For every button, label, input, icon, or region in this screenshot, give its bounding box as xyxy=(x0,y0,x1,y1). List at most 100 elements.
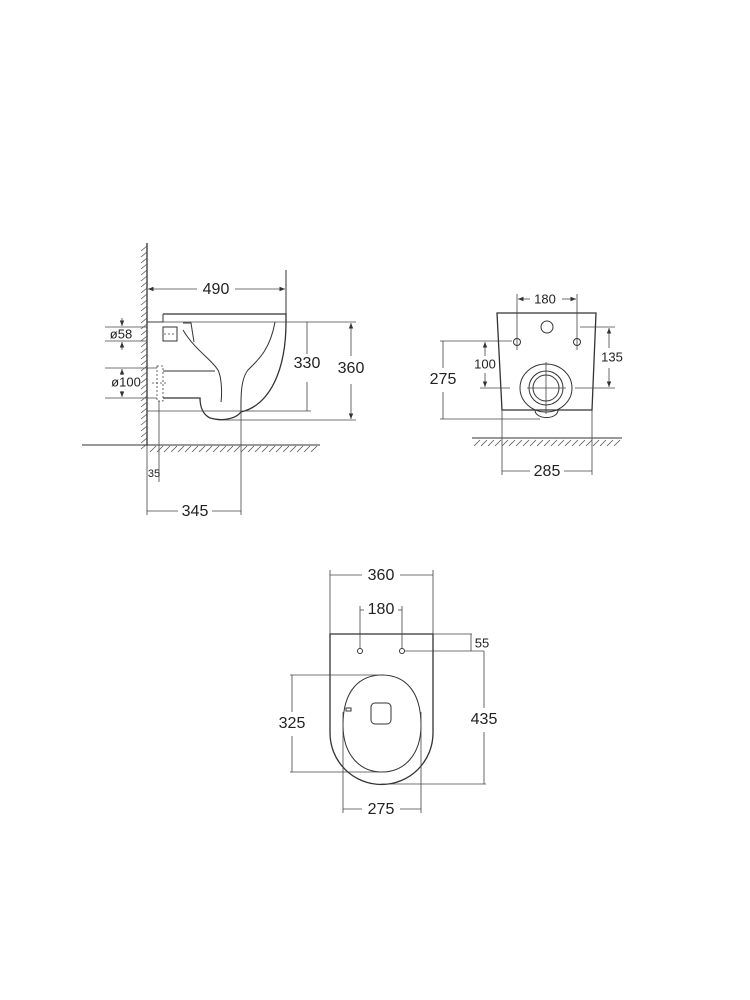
hatch-stroke xyxy=(205,445,213,453)
hatch-stroke xyxy=(140,395,148,402)
hatch-stroke xyxy=(233,445,241,453)
hatch-stroke xyxy=(310,445,318,453)
hatch-stroke xyxy=(140,383,148,390)
hatch-stroke xyxy=(140,359,148,366)
hatch-stroke xyxy=(592,439,600,447)
floor-hatch xyxy=(473,439,621,447)
hatch-stroke xyxy=(494,439,502,447)
dim-total-height: 360 xyxy=(338,360,365,377)
hatch-stroke xyxy=(140,311,148,318)
dim-top-bolt-spacing: 180 xyxy=(368,601,395,618)
dim-seat-width: 275 xyxy=(368,801,395,818)
hatch-stroke xyxy=(140,431,148,438)
bolt-hole-right xyxy=(399,648,405,654)
hatch-stroke xyxy=(140,419,148,426)
hatch-stroke xyxy=(140,317,148,324)
side-view: 490 ø58 ø100 330 360 35 345 xyxy=(82,243,364,520)
hatch-stroke xyxy=(515,439,523,447)
dim-inlet-diameter: ø58 xyxy=(110,326,132,341)
hatch-stroke xyxy=(282,445,290,453)
hatch-stroke xyxy=(156,445,164,453)
hatch-stroke xyxy=(140,365,148,372)
toilet-side-outline xyxy=(147,313,287,421)
dim-outlet-diameter: ø100 xyxy=(111,374,141,389)
hatch-stroke xyxy=(296,445,304,453)
hatch-stroke xyxy=(254,445,262,453)
dim-bolt-to-outlet: 100 xyxy=(474,356,496,371)
hatch-stroke xyxy=(140,371,148,378)
hatch-stroke xyxy=(140,377,148,384)
hatch-stroke xyxy=(501,439,509,447)
hatch-stroke xyxy=(557,439,565,447)
hatch-stroke xyxy=(303,445,311,453)
hatch-stroke xyxy=(578,439,586,447)
rear-view: 180 275 100 135 285 xyxy=(430,291,623,480)
bolt-hole-left xyxy=(357,648,363,654)
dim-outlet-offset: 35 xyxy=(148,468,160,480)
toilet-rear-outline xyxy=(496,312,597,411)
hatch-stroke xyxy=(149,445,157,453)
hatch-stroke xyxy=(140,413,148,420)
hatch-stroke xyxy=(473,439,481,447)
hatch-stroke xyxy=(140,335,148,342)
hatch-stroke xyxy=(140,437,148,444)
dim-outlet-height: 275 xyxy=(430,371,457,388)
floor-hatch xyxy=(149,445,318,453)
hatch-stroke xyxy=(140,341,148,348)
hatch-stroke xyxy=(198,445,206,453)
dim-bowl-height: 330 xyxy=(294,355,321,372)
hatch-stroke xyxy=(613,439,621,447)
hatch-stroke xyxy=(140,323,148,330)
hatch-stroke xyxy=(487,439,495,447)
dim-top-width: 360 xyxy=(368,567,395,584)
hatch-stroke xyxy=(140,347,148,354)
dim-seat-length: 325 xyxy=(279,715,306,732)
hatch-stroke xyxy=(140,353,148,360)
hatch-stroke xyxy=(219,445,227,453)
dim-side-depth: 490 xyxy=(203,281,230,298)
hatch-stroke xyxy=(564,439,572,447)
dim-rear-width: 285 xyxy=(534,463,561,480)
hatch-stroke xyxy=(170,445,178,453)
hatch-stroke xyxy=(163,445,171,453)
hatch-stroke xyxy=(140,263,148,270)
inlet-hole xyxy=(540,320,554,334)
hatch-stroke xyxy=(184,445,192,453)
toilet-top-outline xyxy=(329,633,434,786)
hatch-stroke xyxy=(140,389,148,396)
hatch-stroke xyxy=(140,257,148,264)
hatch-stroke xyxy=(140,401,148,408)
hatch-stroke xyxy=(212,445,220,453)
hatch-stroke xyxy=(261,445,269,453)
dim-top-length: 435 xyxy=(471,711,498,728)
hatch-stroke xyxy=(247,445,255,453)
hatch-stroke xyxy=(529,439,537,447)
wall-hatch xyxy=(140,245,148,450)
dim-rear-bolt-spacing: 180 xyxy=(534,291,556,306)
dim-bolt-offset: 55 xyxy=(475,635,489,650)
hatch-stroke xyxy=(536,439,544,447)
hatch-stroke xyxy=(571,439,579,447)
hatch-stroke xyxy=(289,445,297,453)
hatch-stroke xyxy=(191,445,199,453)
hatch-stroke xyxy=(240,445,248,453)
hatch-stroke xyxy=(140,305,148,312)
hatch-stroke xyxy=(550,439,558,447)
hatch-stroke xyxy=(140,407,148,414)
hatch-stroke xyxy=(599,439,607,447)
hatch-stroke xyxy=(606,439,614,447)
hatch-stroke xyxy=(140,251,148,258)
hatch-stroke xyxy=(140,287,148,294)
dim-outlet-depth: 345 xyxy=(182,503,209,520)
hatch-stroke xyxy=(522,439,530,447)
hatch-stroke xyxy=(140,293,148,300)
hatch-stroke xyxy=(543,439,551,447)
hatch-stroke xyxy=(140,281,148,288)
hatch-stroke xyxy=(140,329,148,336)
hatch-stroke xyxy=(177,445,185,453)
hatch-stroke xyxy=(226,445,234,453)
hatch-stroke xyxy=(268,445,276,453)
hatch-stroke xyxy=(140,269,148,276)
top-view: 360 180 55 435 325 275 xyxy=(279,567,498,818)
